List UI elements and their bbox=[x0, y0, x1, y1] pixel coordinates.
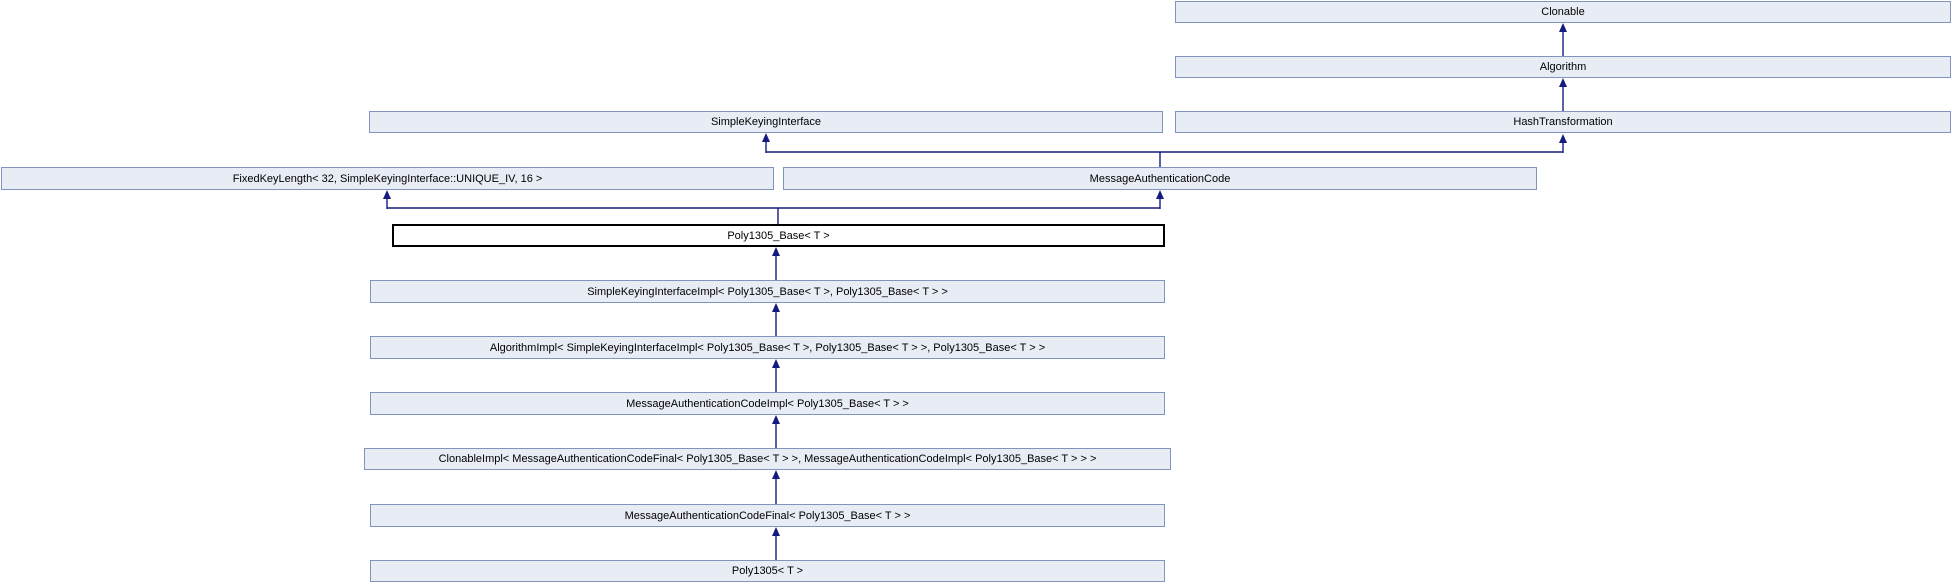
class-node-clonableimpl[interactable]: ClonableImpl< MessageAuthenticationCodeF… bbox=[364, 448, 1171, 470]
class-node-poly1305[interactable]: Poly1305< T > bbox=[370, 560, 1165, 582]
inheritance-arrowhead-icon bbox=[772, 247, 780, 256]
class-node-label: HashTransformation bbox=[1513, 116, 1613, 128]
edge-poly1305-to-macfinal bbox=[772, 527, 780, 560]
class-node-label: AlgorithmImpl< SimpleKeyingInterfaceImpl… bbox=[489, 341, 1046, 354]
class-node-algorithmimpl[interactable]: AlgorithmImpl< SimpleKeyingInterfaceImpl… bbox=[370, 336, 1165, 359]
class-node-simplekeyinginterfaceimpl[interactable]: SimpleKeyingInterfaceImpl< Poly1305_Base… bbox=[370, 280, 1165, 303]
class-node-label: Poly1305< T > bbox=[731, 565, 804, 577]
edge-macimpl-to-algorithmimpl bbox=[772, 359, 780, 392]
inheritance-arrowhead-icon bbox=[762, 133, 770, 142]
inheritance-arrowhead-icon bbox=[1559, 134, 1567, 143]
inheritance-arrowhead-icon bbox=[383, 190, 391, 199]
inheritance-arrowhead-icon bbox=[772, 415, 780, 424]
inheritance-arrowhead-icon bbox=[1156, 190, 1164, 199]
class-node-messageauthenticationcode[interactable]: MessageAuthenticationCode bbox=[783, 167, 1537, 190]
class-node-messageauthenticationcodefinal[interactable]: MessageAuthenticationCodeFinal< Poly1305… bbox=[370, 504, 1165, 527]
class-node-label: SimpleKeyingInterfaceImpl< Poly1305_Base… bbox=[587, 285, 948, 298]
class-node-clonable[interactable]: Clonable bbox=[1175, 1, 1951, 23]
edge-skiimpl-to-poly1305base bbox=[772, 247, 780, 280]
class-node-label: ClonableImpl< MessageAuthenticationCodeF… bbox=[438, 453, 1097, 465]
class-node-hashtransformation[interactable]: HashTransformation bbox=[1175, 111, 1951, 133]
class-node-label: SimpleKeyingInterface bbox=[710, 116, 822, 128]
edge-algorithm-to-clonable bbox=[1559, 23, 1567, 56]
edge-algorithmimpl-to-skiimpl bbox=[772, 303, 780, 336]
class-node-simplekeyinginterface[interactable]: SimpleKeyingInterface bbox=[369, 111, 1163, 133]
inheritance-arrowhead-icon bbox=[772, 359, 780, 368]
inheritance-arrowhead-icon bbox=[1559, 23, 1567, 32]
edge-macfinal-to-clonableimpl bbox=[772, 470, 780, 504]
class-node-label: FixedKeyLength< 32, SimpleKeyingInterfac… bbox=[232, 172, 543, 185]
class-node-label: Algorithm bbox=[1539, 61, 1587, 73]
inheritance-arrowhead-icon bbox=[772, 470, 780, 479]
class-node-label: MessageAuthenticationCodeFinal< Poly1305… bbox=[624, 509, 911, 522]
edge-hashtransformation-to-algorithm bbox=[1559, 78, 1567, 111]
class-node-poly1305base-focused: Poly1305_Base< T > bbox=[392, 224, 1165, 247]
class-node-fixedkeylength[interactable]: FixedKeyLength< 32, SimpleKeyingInterfac… bbox=[1, 167, 774, 190]
inheritance-arrowhead-icon bbox=[772, 303, 780, 312]
edge-clonableimpl-to-macimpl bbox=[772, 415, 780, 448]
class-node-messageauthenticationcodeimpl[interactable]: MessageAuthenticationCodeImpl< Poly1305_… bbox=[370, 392, 1165, 415]
class-node-label: MessageAuthenticationCode bbox=[1089, 172, 1231, 185]
class-node-label: Poly1305_Base< T > bbox=[727, 229, 830, 242]
class-node-label: Clonable bbox=[1541, 6, 1585, 18]
edge-messageauthenticationcode-to-parents bbox=[762, 133, 1567, 167]
class-node-algorithm[interactable]: Algorithm bbox=[1175, 56, 1951, 78]
class-node-label: MessageAuthenticationCodeImpl< Poly1305_… bbox=[626, 397, 909, 410]
inheritance-arrowhead-icon bbox=[772, 527, 780, 536]
edge-poly1305base-to-parents bbox=[383, 190, 1164, 224]
inheritance-arrowhead-icon bbox=[1559, 78, 1567, 87]
